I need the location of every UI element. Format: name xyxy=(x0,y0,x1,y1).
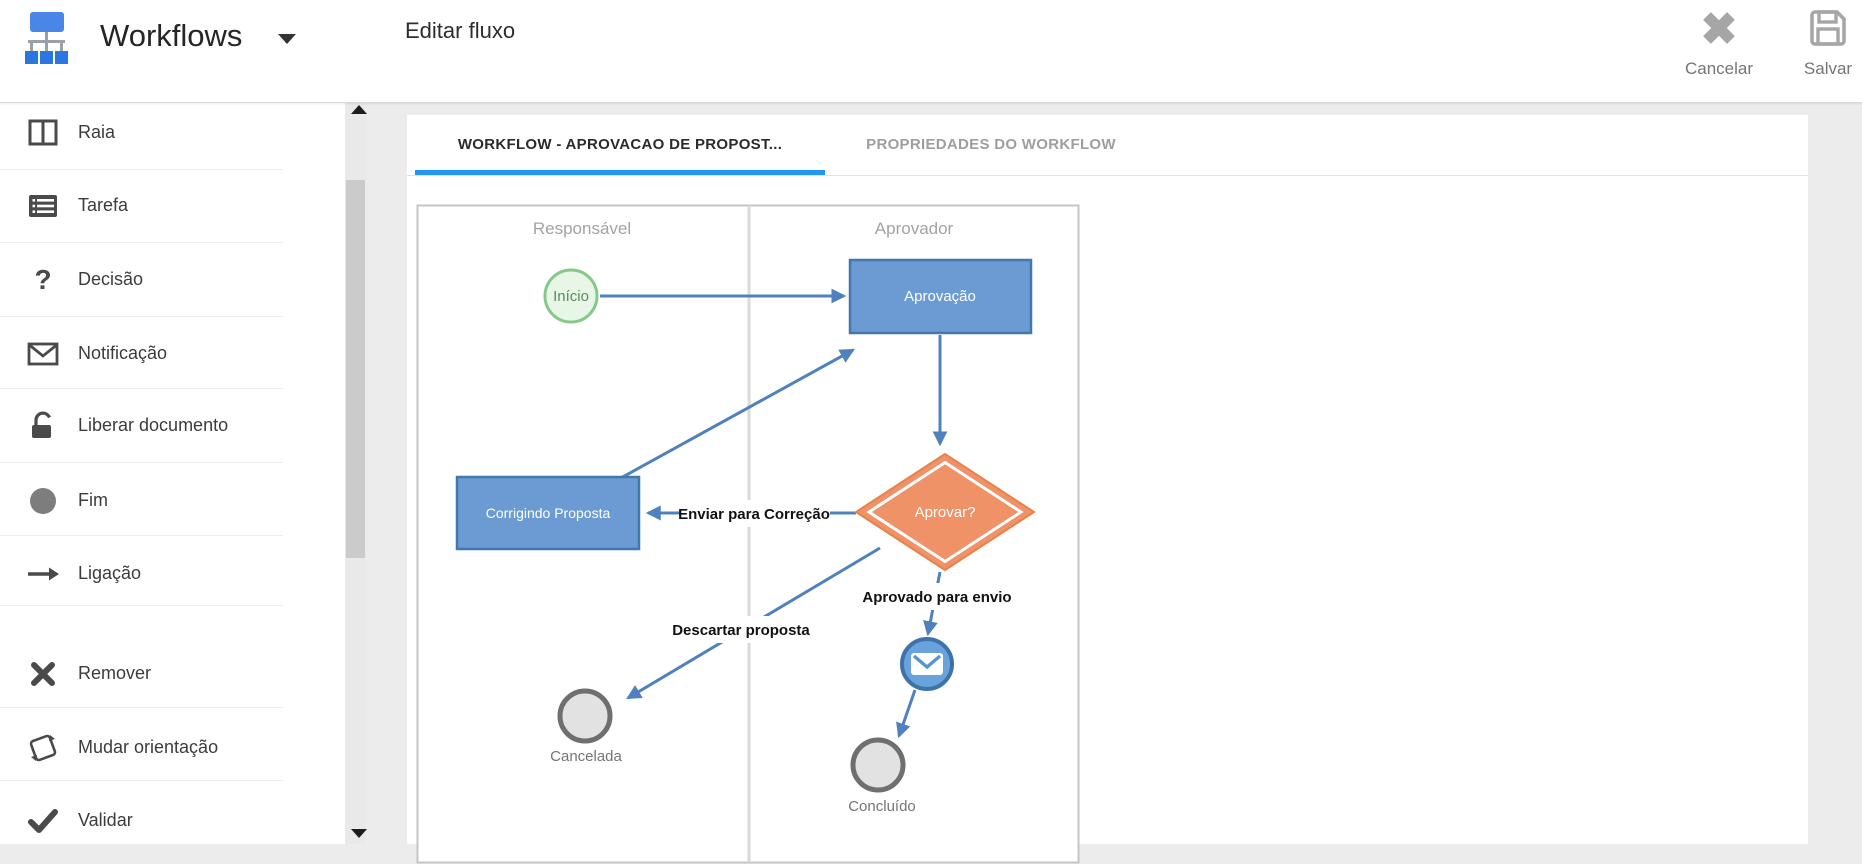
check-icon xyxy=(28,809,58,833)
edge-correcting-to-approval xyxy=(609,348,855,486)
sidebar-item-label: Fim xyxy=(78,490,108,510)
save-label: Salvar xyxy=(1803,59,1853,78)
divider xyxy=(0,707,283,708)
sidebar-item-label: Notificação xyxy=(78,343,168,363)
divider xyxy=(0,316,283,317)
app-title: Workflows xyxy=(100,18,243,53)
sidebar-item-label: Remover xyxy=(78,663,152,683)
svg-text:Enviar para Correção: Enviar para Correção xyxy=(678,506,830,523)
tools-sidebar: Raia Tarefa ? Decisão Notificação xyxy=(0,102,345,844)
app-header: Workflows Editar fluxo Cancelar Salvar xyxy=(0,0,1862,103)
lane-label-responsavel[interactable]: Responsável xyxy=(533,219,631,238)
divider xyxy=(0,780,283,781)
svg-text:Descartar proposta: Descartar proposta xyxy=(672,622,810,639)
svg-text:Início: Início xyxy=(553,288,589,305)
divider xyxy=(0,169,283,170)
sidebar-item-ligacao[interactable]: Ligação xyxy=(0,555,345,595)
node-completed[interactable]: Concluído xyxy=(848,737,916,815)
node-approval-task[interactable]: Aprovação xyxy=(848,258,1033,335)
svg-text:Concluído: Concluído xyxy=(848,798,916,815)
divider xyxy=(0,462,283,463)
node-decision[interactable]: Aprovar? xyxy=(854,452,1036,572)
tab-workflow[interactable]: WORKFLOW - APROVACAO DE PROPOST... xyxy=(457,136,783,153)
lane-label-aprovador[interactable]: Aprovador xyxy=(875,219,954,238)
rotate-icon xyxy=(29,734,57,762)
node-cancelled[interactable]: Cancelada xyxy=(550,688,623,765)
save-button[interactable]: Salvar xyxy=(1786,8,1862,90)
edge-label-aprovado-para-envio[interactable]: Aprovado para envio xyxy=(862,583,1012,610)
sidebar-item-remover[interactable]: Remover xyxy=(0,655,345,695)
svg-text:Corrigindo Proposta: Corrigindo Proposta xyxy=(486,505,611,521)
cancel-label: Cancelar xyxy=(1684,59,1754,78)
save-icon xyxy=(1810,10,1846,46)
workflows-logo-icon xyxy=(25,12,68,64)
sidebar-item-tarefa[interactable]: Tarefa xyxy=(0,187,345,227)
scroll-down-icon[interactable] xyxy=(351,829,367,838)
active-tab-underline xyxy=(415,170,825,175)
swimlane-icon xyxy=(28,119,58,146)
unlock-icon xyxy=(32,411,51,438)
chevron-down-icon[interactable] xyxy=(278,34,296,44)
sidebar-item-validar[interactable]: Validar xyxy=(0,802,345,842)
node-notification[interactable] xyxy=(900,637,954,691)
sidebar-item-liberar-documento[interactable]: Liberar documento xyxy=(0,407,345,447)
end-circle-icon xyxy=(30,488,56,514)
x-icon xyxy=(31,662,55,686)
edge-label-descartar-proposta[interactable]: Descartar proposta xyxy=(672,616,810,643)
sidebar-item-label: Decisão xyxy=(78,269,144,289)
scrollbar-thumb[interactable] xyxy=(346,180,365,558)
divider xyxy=(0,605,283,606)
cancel-button[interactable]: Cancelar xyxy=(1677,8,1761,90)
question-mark-icon: ? xyxy=(34,264,52,295)
envelope-icon xyxy=(27,342,59,366)
divider xyxy=(0,242,283,243)
sidebar-item-notificacao[interactable]: Notificação xyxy=(0,335,345,375)
tab-propriedades[interactable]: PROPRIEDADES DO WORKFLOW xyxy=(866,136,1116,153)
divider xyxy=(0,535,283,536)
sidebar-item-label: Raia xyxy=(78,122,116,142)
sidebar-item-label: Mudar orientação xyxy=(78,737,219,757)
sidebar-item-mudar-orientacao[interactable]: Mudar orientação xyxy=(0,729,345,769)
sidebar-item-fim[interactable]: Fim xyxy=(0,482,345,522)
close-icon xyxy=(1703,12,1735,44)
svg-text:Aprovação: Aprovação xyxy=(904,288,976,305)
svg-text:Aprovar?: Aprovar? xyxy=(915,504,976,521)
task-icon xyxy=(29,195,57,217)
node-correcting-task[interactable]: Corrigindo Proposta xyxy=(455,475,641,551)
edge-label-enviar-para-correcao[interactable]: Enviar para Correção xyxy=(678,500,830,527)
edge-notification-to-completed xyxy=(896,689,917,739)
arrow-right-icon xyxy=(28,567,59,581)
sidebar-item-label: Ligação xyxy=(78,563,142,583)
envelope-icon xyxy=(911,653,943,675)
sidebar-item-label: Liberar documento xyxy=(78,415,229,435)
node-start[interactable]: Início xyxy=(543,268,599,324)
workflow-canvas[interactable]: Responsável Aprovador Enviar para Correç… xyxy=(416,204,1080,864)
sidebar-item-raia[interactable]: Raia xyxy=(0,114,345,154)
scroll-up-icon[interactable] xyxy=(351,105,367,114)
sidebar-item-label: Validar xyxy=(78,810,133,830)
svg-text:Cancelada: Cancelada xyxy=(550,748,622,765)
sidebar-item-label: Tarefa xyxy=(78,195,129,215)
page-title: Editar fluxo xyxy=(405,18,516,43)
divider xyxy=(0,388,283,389)
tab-bar: WORKFLOW - APROVACAO DE PROPOST... PROPR… xyxy=(407,115,1808,176)
sidebar-item-decisao[interactable]: ? Decisão xyxy=(0,261,345,301)
svg-text:Aprovado para envio: Aprovado para envio xyxy=(862,589,1011,606)
